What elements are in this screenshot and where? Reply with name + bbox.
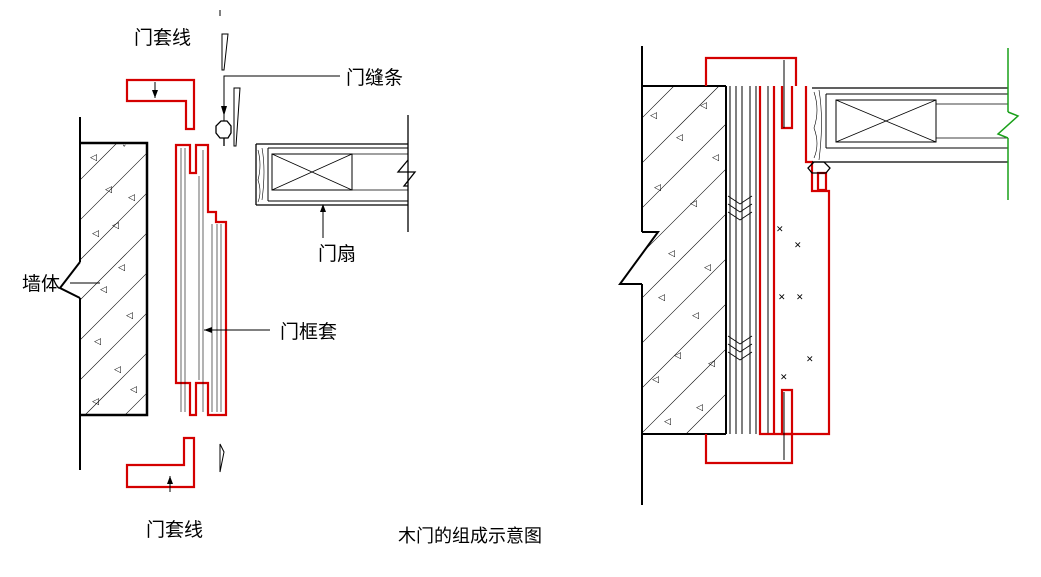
svg-text:◁: ◁ bbox=[105, 185, 112, 195]
svg-text:◁: ◁ bbox=[126, 311, 133, 321]
svg-text:ˇ: ˇ bbox=[122, 144, 127, 155]
caption: 木门的组成示意图 bbox=[398, 526, 542, 547]
label-casing-bottom: 门套线 bbox=[146, 519, 203, 541]
svg-text:◁: ◁ bbox=[92, 229, 99, 239]
svg-text:◁: ◁ bbox=[668, 249, 675, 259]
svg-text:◁: ◁ bbox=[114, 365, 121, 375]
wall-section-right: ◁ ◁ ◁ ◁ ◁ ◁ ◁ ◁ ◁ ◁ ◁ ◁ ◁ ◁ ◁ bbox=[618, 46, 727, 505]
svg-text:✕: ✕ bbox=[778, 293, 786, 303]
casing-bottom bbox=[125, 436, 196, 492]
label-casing-top: 门套线 bbox=[134, 27, 191, 49]
svg-text:◁: ◁ bbox=[692, 311, 699, 321]
wedge-symbols bbox=[219, 10, 241, 473]
door-strip-piece bbox=[215, 114, 232, 146]
leaders-left bbox=[70, 75, 340, 333]
frame-board-right: ✕ ✕ ✕ ✕ ✕ ✕ bbox=[727, 86, 814, 434]
assembled-view: ◁ ◁ ◁ ◁ ◁ ◁ ◁ ◁ ◁ ◁ ◁ ◁ ◁ ◁ ◁ ✕ ✕ bbox=[618, 46, 1020, 505]
svg-text:◁: ◁ bbox=[664, 417, 671, 427]
svg-text:◁: ◁ bbox=[704, 263, 711, 273]
svg-text:◁: ◁ bbox=[654, 183, 661, 193]
label-leaf: 门扇 bbox=[318, 243, 356, 265]
casing-top-right bbox=[704, 56, 798, 128]
svg-text:✕: ✕ bbox=[776, 225, 784, 235]
svg-text:◁: ◁ bbox=[94, 337, 101, 347]
casing-top bbox=[125, 78, 196, 131]
svg-text:◁: ◁ bbox=[696, 403, 703, 413]
door-leaf-right bbox=[807, 87, 1008, 174]
svg-text:◁: ◁ bbox=[708, 359, 715, 369]
label-wall: 墙体 bbox=[22, 273, 60, 295]
svg-text:◁: ◁ bbox=[92, 397, 99, 407]
svg-text:◁: ◁ bbox=[100, 285, 107, 295]
door-frame-left bbox=[174, 143, 228, 417]
svg-text:✕: ✕ bbox=[796, 293, 804, 303]
svg-text:◁: ◁ bbox=[712, 153, 719, 163]
door-leaf-left bbox=[255, 115, 417, 232]
svg-text:◁: ◁ bbox=[130, 385, 137, 395]
svg-text:◁: ◁ bbox=[690, 199, 697, 209]
svg-text:◁: ◁ bbox=[118, 263, 125, 273]
svg-text:◁: ◁ bbox=[112, 221, 119, 231]
wall-section-left: ◁ ˇ ◁ ◁ ◁ ◁ ◁ ◁ ◁ ◁ ◁ ◁ ◁ bbox=[58, 117, 149, 470]
svg-text:◁: ◁ bbox=[652, 375, 659, 385]
casing-bottom-right bbox=[704, 392, 794, 465]
svg-text:◁: ◁ bbox=[650, 111, 657, 121]
svg-text:◁: ◁ bbox=[674, 351, 681, 361]
door-frame-right bbox=[758, 86, 831, 436]
label-door-strip: 门缝条 bbox=[346, 67, 403, 89]
label-frame: 门框套 bbox=[280, 321, 337, 343]
svg-text:◁: ◁ bbox=[676, 133, 683, 143]
svg-text:◁: ◁ bbox=[90, 153, 97, 163]
svg-text:◁: ◁ bbox=[128, 193, 135, 203]
svg-text:✕: ✕ bbox=[780, 373, 788, 383]
svg-text:◁: ◁ bbox=[658, 293, 665, 303]
break-line bbox=[996, 48, 1020, 200]
svg-text:✕: ✕ bbox=[806, 355, 814, 365]
svg-text:✕: ✕ bbox=[794, 241, 802, 251]
exploded-view: ◁ ˇ ◁ ◁ ◁ ◁ ◁ ◁ ◁ ◁ ◁ ◁ ◁ bbox=[22, 10, 417, 541]
svg-text:◁: ◁ bbox=[700, 101, 707, 111]
